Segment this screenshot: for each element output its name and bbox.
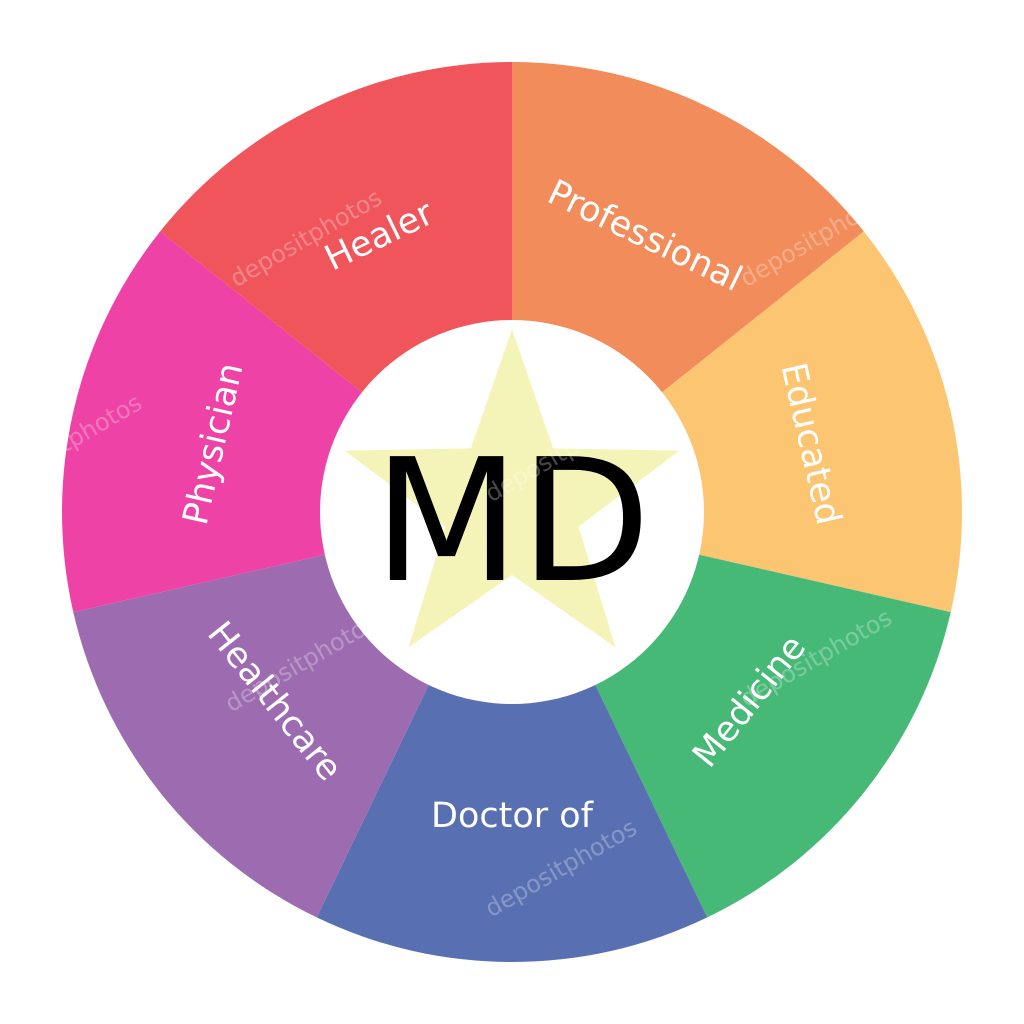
watermark-text: depositphotos [0, 818, 137, 927]
star-icon [344, 329, 680, 648]
watermark-text: depositphotos [870, 918, 1024, 1024]
segment-doctor-of [316, 512, 708, 962]
segment-label: Doctor of [431, 796, 594, 836]
center-title: MD [373, 423, 651, 621]
